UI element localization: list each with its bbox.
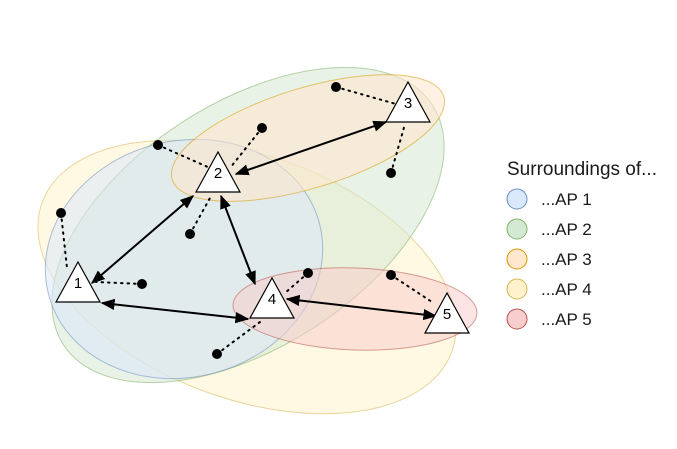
client-device: [185, 229, 195, 239]
client-device: [137, 279, 147, 289]
client-device: [56, 208, 66, 218]
client-device: [153, 140, 163, 150]
client-link: [335, 86, 397, 105]
ap-label: 4: [268, 291, 276, 308]
legend-label: ...AP 3: [541, 250, 592, 269]
client-link: [216, 321, 261, 355]
link-1-4: [100, 298, 250, 324]
client-link: [284, 272, 309, 294]
client-device: [303, 268, 313, 278]
legend-swatch: [506, 188, 528, 210]
legend-item-ap3: ...AP 3: [506, 248, 592, 270]
ap-links: [90, 120, 438, 324]
legend: Surroundings of... ...AP 1 ...AP 2 ...AP…: [506, 159, 657, 330]
legend-swatch: [506, 278, 528, 300]
client-device: [386, 168, 396, 178]
ap-triangle: [54, 260, 102, 303]
ap-1: 1: [54, 260, 102, 303]
access-points: 1 2 3 4 5: [54, 80, 471, 334]
ap-2: 2: [194, 150, 242, 193]
client-device: [386, 270, 396, 280]
legend-label: ...AP 5: [541, 310, 592, 329]
link-4-5: [285, 294, 438, 321]
link-2-3: [234, 120, 388, 176]
client-device: [212, 349, 222, 359]
ap-label: 5: [443, 306, 451, 323]
legend-item-ap4: ...AP 4: [506, 278, 592, 300]
legend-title: Surroundings of...: [507, 159, 657, 180]
client-device: [331, 82, 341, 92]
ap-triangle: [423, 291, 471, 334]
ap-3: 3: [384, 80, 432, 123]
ap-label: 3: [404, 95, 412, 112]
legend-swatch: [506, 308, 528, 330]
client-link: [390, 123, 406, 174]
client-devices: [56, 82, 396, 359]
ap-label: 1: [74, 275, 82, 292]
ap-triangle: [384, 80, 432, 123]
legend-swatch: [506, 218, 528, 240]
legend-label: ...AP 2: [541, 220, 592, 239]
client-link: [60, 212, 68, 269]
legend-swatch: [506, 248, 528, 270]
link-2-4: [220, 194, 256, 286]
legend-label: ...AP 4: [541, 280, 592, 299]
ap-triangle: [248, 276, 296, 319]
surrounding-regions: [37, 66, 478, 415]
legend-item-ap1: ...AP 1: [506, 188, 592, 210]
ap-label: 2: [214, 165, 222, 182]
ap-triangle: [194, 150, 242, 193]
client-device: [257, 123, 267, 133]
ap-5: 5: [423, 291, 471, 334]
legend-label: ...AP 1: [541, 190, 592, 209]
client-link: [157, 144, 211, 169]
link-1-2: [90, 195, 195, 284]
legend-item-ap2: ...AP 2: [506, 218, 592, 240]
ap-4: 4: [248, 276, 296, 319]
legend-item-ap5: ...AP 5: [506, 308, 592, 330]
